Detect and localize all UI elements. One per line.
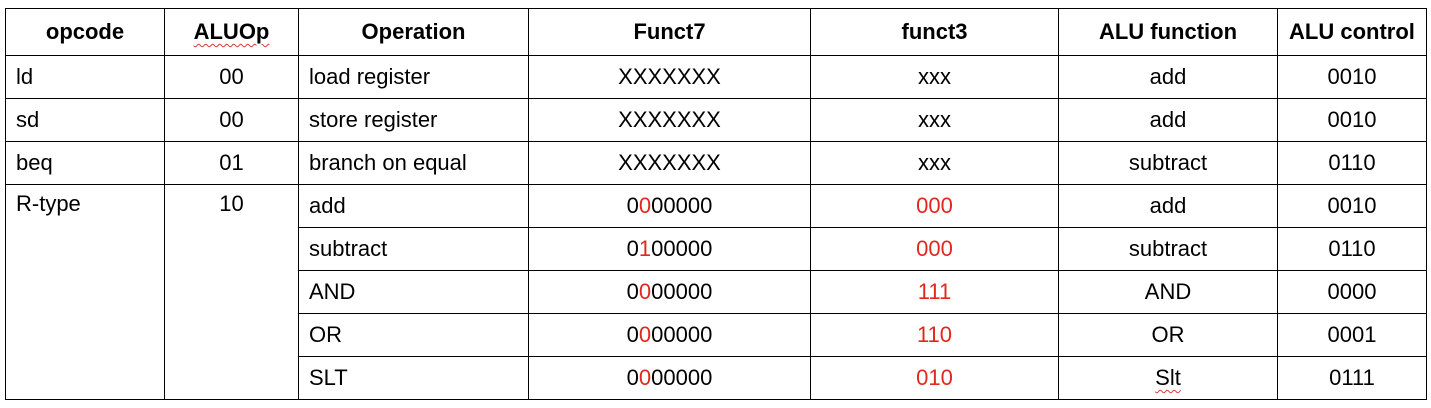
funct3-cell: xxx [810,55,1059,99]
funct3-cell: xxx [810,98,1059,142]
funct7-highlight-bit: 0 [638,279,652,304]
operation-cell: store register [298,98,529,142]
alu-control-cell: 0000 [1277,270,1427,314]
funct7-cell: XXXXXXX [528,141,811,185]
funct7-tail: 00000 [651,279,713,304]
header-opcode: opcode [5,8,165,56]
alu-function-cell: AND [1058,270,1278,314]
funct3-cell: 000 [810,227,1059,271]
operation-cell: OR [298,313,529,357]
header-operation: Operation [298,8,529,56]
table-row: R-type 10 add 0000000 000 add 0010 [5,184,1427,400]
alu-control-cell: 0110 [1277,227,1427,271]
alu-function-cell: add [1058,98,1278,142]
alu-function-cell: add [1058,184,1278,228]
table-row: AND 0000000 111 AND 0000 [6,270,1427,314]
aluop-cell: 00 [164,98,299,142]
opcode-cell: sd [5,98,165,142]
alu-control-cell: 0010 [1277,55,1427,99]
alu-function-cell: add [1058,55,1278,99]
funct7-tail: 00000 [651,322,713,347]
funct7-head: 0 [626,193,639,218]
header-funct7: Funct7 [528,8,811,56]
funct7-cell: XXXXXXX [528,55,811,99]
operation-cell: SLT [298,356,529,400]
header-aluop: ALUOp [164,8,299,56]
table-row: ld 00 load register XXXXXXX xxx add 0010 [5,55,1427,99]
funct7-cell: 0000000 [528,356,811,400]
funct7-cell: XXXXXXX [528,98,811,142]
operation-cell: subtract [298,227,529,271]
operation-cell: AND [298,270,529,314]
funct7-tail: 00000 [651,365,713,390]
header-alu-function: ALU function [1058,8,1278,56]
funct7-highlight-bit: 1 [638,236,652,261]
header-alu-control: ALU control [1277,8,1427,56]
alu-control-cell: 0110 [1277,141,1427,185]
header-row: opcode ALUOp Operation Funct7 funct3 ALU… [5,8,1427,56]
table-row: SLT 0000000 010 Slt 0111 [6,356,1427,400]
aluop-cell: 00 [164,55,299,99]
funct3-cell: 111 [810,270,1059,314]
operation-cell: add [298,184,529,228]
alu-function-cell: subtract [1058,141,1278,185]
opcode-cell: beq [5,141,165,185]
alu-control-cell: 0010 [1277,98,1427,142]
funct3-cell: 000 [810,184,1059,228]
funct7-head: 0 [626,322,639,347]
funct7-highlight-bit: 0 [638,365,652,390]
table-row: sd 00 store register XXXXXXX xxx add 001… [5,98,1427,142]
alu-control-table: opcode ALUOp Operation Funct7 funct3 ALU… [5,8,1427,400]
funct7-tail: 00000 [651,236,713,261]
alu-function-cell: OR [1058,313,1278,357]
table-row: beq 01 branch on equal XXXXXXX xxx subtr… [5,141,1427,185]
table-row: OR 0000000 110 OR 0001 [6,313,1427,357]
alu-control-cell: 0001 [1277,313,1427,357]
aluop-cell-rtype: 10 [164,184,299,400]
funct7-cell: 0000000 [528,270,811,314]
opcode-cell-rtype: R-type [5,184,165,400]
funct7-highlight-bit: 0 [638,322,652,347]
funct7-head: 0 [626,279,639,304]
alu-function-cell: Slt [1058,356,1278,400]
header-funct3: funct3 [810,8,1059,56]
funct7-cell: 0100000 [528,227,811,271]
funct3-cell: 010 [810,356,1059,400]
funct7-head: 0 [626,365,639,390]
funct7-highlight-bit: 0 [638,193,652,218]
alu-function-text: Slt [1155,365,1181,390]
alu-control-cell: 0010 [1277,184,1427,228]
alu-control-cell: 0111 [1277,356,1427,400]
operation-cell: load register [298,55,529,99]
funct7-head: 0 [626,236,639,261]
funct3-cell: 110 [810,313,1059,357]
opcode-cell: ld [5,55,165,99]
alu-function-cell: subtract [1058,227,1278,271]
funct7-cell: 0000000 [528,313,811,357]
operation-cell: branch on equal [298,141,529,185]
funct3-cell: xxx [810,141,1059,185]
aluop-cell: 01 [164,141,299,185]
table-row: subtract 0100000 000 subtract 0110 [6,227,1427,271]
header-aluop-text: ALUOp [193,19,270,44]
funct7-cell: 0000000 [528,184,811,228]
funct7-tail: 00000 [651,193,713,218]
